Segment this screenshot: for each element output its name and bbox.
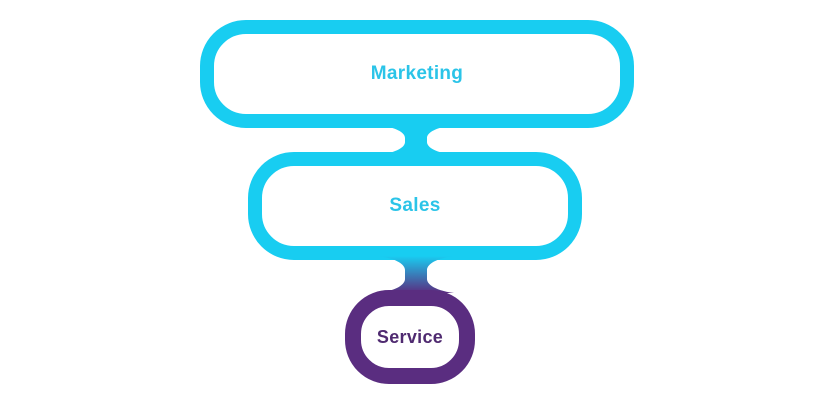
stage-marketing: Marketing	[200, 20, 634, 128]
stage-marketing-label: Marketing	[370, 63, 464, 84]
connector-neck-gradient-shape	[378, 256, 454, 293]
stage-service-label: Service	[376, 326, 444, 347]
stage-sales-label: Sales	[389, 195, 441, 216]
connector-neck-shape	[378, 125, 454, 155]
connector-marketing-to-sales	[378, 125, 454, 155]
stage-sales: Sales	[248, 152, 582, 260]
stage-service: Service	[345, 290, 475, 384]
connector-sales-to-service	[378, 256, 454, 293]
